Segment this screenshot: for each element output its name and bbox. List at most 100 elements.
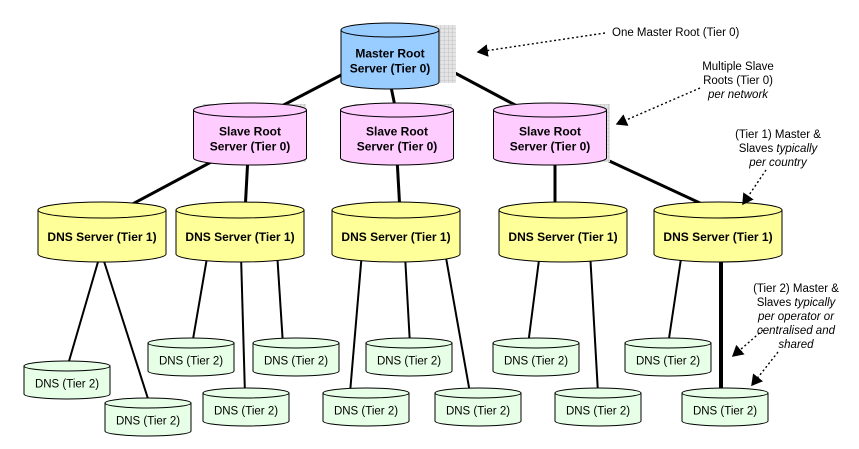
annotation-tier1-line1: (Tier 1) Master & xyxy=(735,129,821,141)
tier1-2-node: DNS Server (Tier 1) xyxy=(175,201,305,263)
annotation-tier1-line2-normal: Slaves xyxy=(739,143,777,155)
tier1-1-node: DNS Server (Tier 1) xyxy=(37,201,167,263)
node-label: DNS (Tier 2) xyxy=(566,406,630,418)
node-label-line2: Server (Tier 0) xyxy=(210,140,291,154)
tier2-5-node: DNS (Tier 2) xyxy=(252,337,340,377)
node-label: DNS (Tier 2) xyxy=(377,356,441,368)
cylinder-body xyxy=(681,392,769,427)
edge-tier1d-tier2-10 xyxy=(589,251,599,394)
cylinder-body xyxy=(340,29,440,90)
cylinder-top xyxy=(653,201,783,219)
annotation-tier1-line2-italic: typically xyxy=(776,143,818,155)
edge-tier1e-tier2-11 xyxy=(667,251,683,346)
node-label: DNS (Tier 2) xyxy=(159,356,223,368)
cylinder-top xyxy=(498,201,628,219)
cylinder-top xyxy=(193,102,307,118)
node-label: DNS (Tier 2) xyxy=(35,379,99,391)
node-label-line1: Slave Root xyxy=(366,125,428,139)
tier1-3-node: DNS Server (Tier 1) xyxy=(331,201,461,263)
cylinder-top xyxy=(681,387,769,399)
tier2-2-node: DNS (Tier 2) xyxy=(104,397,192,437)
annotation-tier1-line2: Slaves typically xyxy=(739,143,819,155)
cylinder-top xyxy=(322,387,410,399)
cylinder-top xyxy=(104,397,192,409)
cylinder-body xyxy=(23,365,111,400)
node-label: DNS Server (Tier 1) xyxy=(663,230,772,244)
annotation-master-line1: One Master Root (Tier 0) xyxy=(612,27,740,39)
cylinder-top xyxy=(37,201,167,219)
node-label: DNS (Tier 2) xyxy=(264,356,328,368)
cylinder-body xyxy=(493,109,607,166)
cylinder-body xyxy=(252,342,340,377)
cylinder-body xyxy=(104,402,192,437)
arrow-slave xyxy=(615,87,701,126)
cylinder-top xyxy=(202,387,290,399)
node-label: DNS (Tier 2) xyxy=(446,406,510,418)
node-label: DNS (Tier 2) xyxy=(693,406,757,418)
arrow-tier2-a xyxy=(731,329,764,357)
cylinder-body xyxy=(322,392,410,427)
node-label: DNS (Tier 2) xyxy=(214,406,278,418)
tier2-1-node: DNS (Tier 2) xyxy=(23,360,111,400)
node-label: DNS Server (Tier 1) xyxy=(508,230,617,244)
node-label: DNS Server (Tier 1) xyxy=(341,230,450,244)
annotation-tier2-line4: centralised and xyxy=(757,325,836,337)
cylinder-body xyxy=(653,209,783,263)
annotation-tier2-line2: Slaves typically xyxy=(757,297,837,309)
edge-tier1a-tier2-2 xyxy=(101,254,151,406)
tier2-10-node: DNS (Tier 2) xyxy=(554,387,642,427)
tier2-12-node: DNS (Tier 2) xyxy=(681,387,769,427)
tier2-connectors xyxy=(66,251,683,406)
edge-tier1d-tier2-9 xyxy=(527,251,541,346)
cylinder-top xyxy=(175,201,305,219)
edge-slave3-tier1e xyxy=(589,150,716,212)
node-label: DNS Server (Tier 1) xyxy=(47,230,156,244)
annotation-slave-line1: Multiple Slave xyxy=(702,61,774,73)
cylinder-body xyxy=(340,109,454,166)
tier2-8-node: DNS (Tier 2) xyxy=(434,387,522,427)
tier2-6-node: DNS (Tier 2) xyxy=(322,387,410,427)
tier2-7-node: DNS (Tier 2) xyxy=(365,337,453,377)
arrow-tier2-b xyxy=(751,351,779,387)
node-label: DNS (Tier 2) xyxy=(504,356,568,368)
cylinder-body xyxy=(624,342,712,377)
arrow-master xyxy=(476,32,606,57)
cylinder-top xyxy=(331,201,461,219)
node-label-line2: Server (Tier 0) xyxy=(510,140,591,154)
cylinder-body xyxy=(492,342,580,377)
annotation-tier2-line2-italic: typically xyxy=(794,297,836,309)
edge-tier1c-tier2-7 xyxy=(404,254,411,346)
cylinder-body xyxy=(498,209,628,263)
annotation-tier2-line5: shared xyxy=(778,339,814,351)
tier2-4-node: DNS (Tier 2) xyxy=(202,387,290,427)
tier1-4-node: DNS Server (Tier 1) xyxy=(498,201,628,263)
node-label-line1: Slave Root xyxy=(219,125,281,139)
tier2-3-node: DNS (Tier 2) xyxy=(147,337,235,377)
cylinder-top xyxy=(554,387,642,399)
arrow-tier1 xyxy=(742,169,767,206)
annotation-arrows xyxy=(476,32,779,387)
edge-tier1b-tier2-4 xyxy=(240,254,246,396)
cylinder-body xyxy=(554,392,642,427)
edge-tier1c-tier2-6 xyxy=(349,251,363,394)
cylinder-body xyxy=(147,342,235,377)
cylinder-body xyxy=(365,342,453,377)
annotation-tier2-line2-normal: Slaves xyxy=(757,297,795,309)
annotation-tier1-line3: per country xyxy=(748,157,808,169)
edge-tier1b-tier2-3 xyxy=(191,251,209,346)
cylinder-body xyxy=(331,209,461,263)
node-label: DNS Server (Tier 1) xyxy=(185,230,294,244)
edge-tier1c-tier2-8 xyxy=(444,251,471,394)
annotation-slave-line3: per network xyxy=(707,89,769,101)
node-label: DNS (Tier 2) xyxy=(334,406,398,418)
cylinder-top xyxy=(340,22,440,38)
cylinder-top xyxy=(23,360,111,372)
node-label-line1: Master Root xyxy=(355,47,424,61)
cylinder-top xyxy=(624,337,712,349)
edge-tier1b-tier2-5 xyxy=(276,251,284,346)
